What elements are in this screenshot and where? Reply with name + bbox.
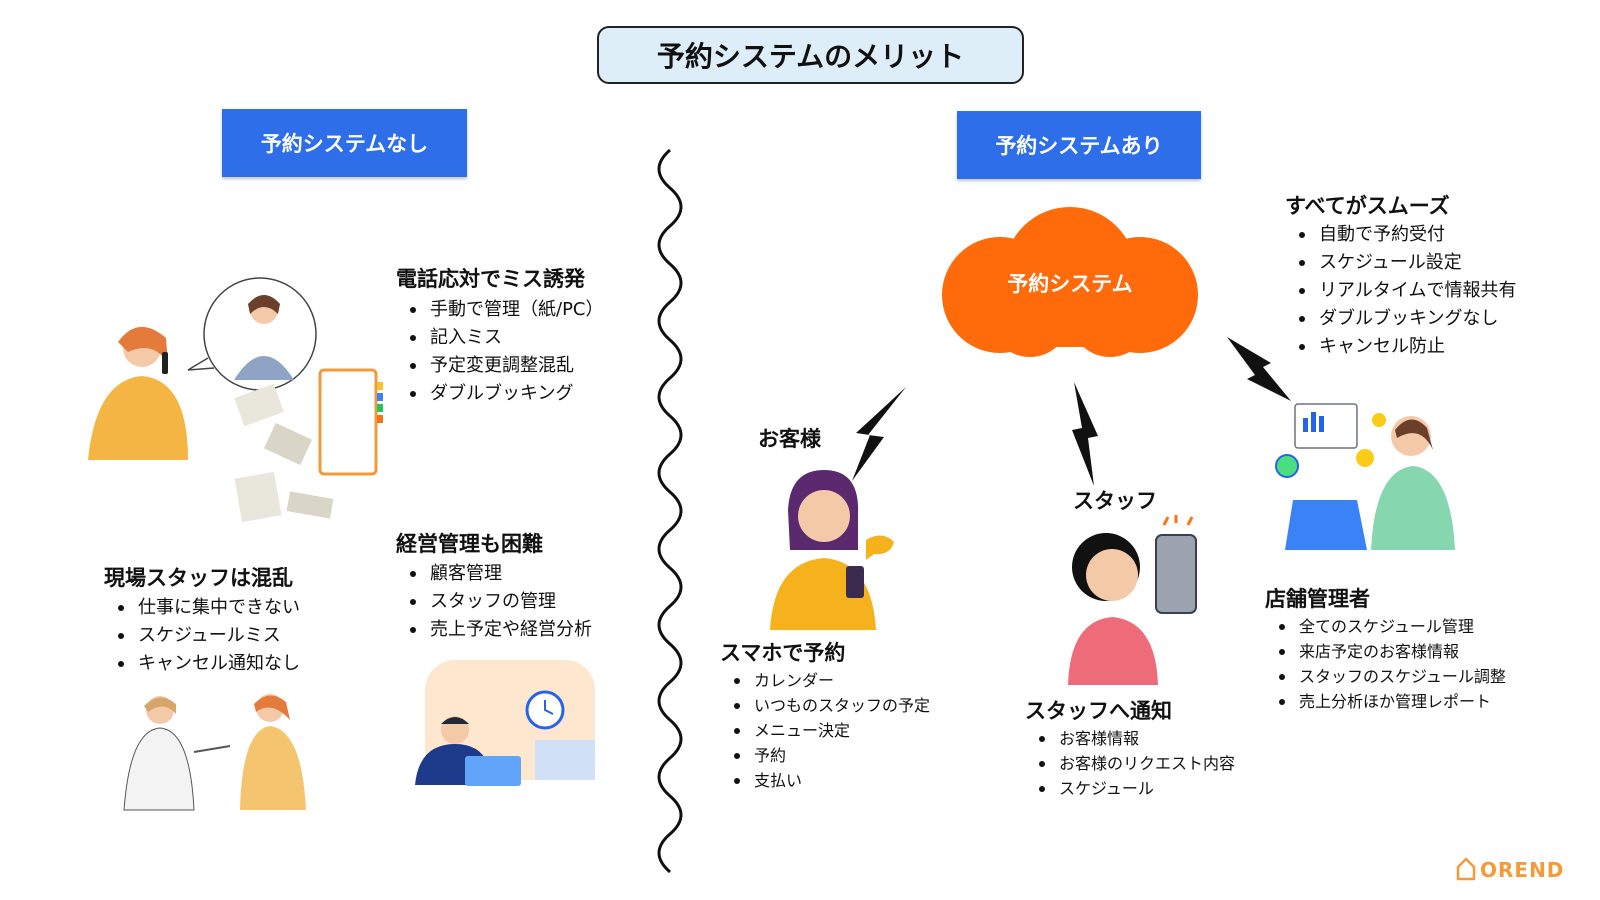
management-section: 経営管理も困難 顧客管理 スタッフの管理 売上予定や経営分析 — [396, 528, 592, 644]
list-item: 予定変更調整混乱 — [396, 352, 604, 380]
customer-section: スマホで予約 カレンダー いつものスタッフの予定 メニュー決定 予約 支払い — [720, 637, 930, 793]
list-item: 顧客管理 — [396, 560, 592, 588]
customer-role-label: お客様 — [758, 427, 821, 451]
staff-confusion-section: 現場スタッフは混乱 仕事に集中できない スケジュールミス キャンセル通知なし — [104, 562, 300, 678]
list-item: 記入ミス — [396, 324, 604, 352]
customer-heading: スマホで予約 — [720, 641, 846, 665]
staff-confusion-heading: 現場スタッフは混乱 — [104, 566, 293, 590]
lightning-bolt-icon — [1072, 382, 1098, 486]
staff-section: スタッフへ通知 お客様情報 お客様のリクエスト内容 スケジュール — [1025, 695, 1235, 801]
list-item: 売上予定や経営分析 — [396, 616, 592, 644]
list-item: お客様のリクエスト内容 — [1025, 751, 1235, 776]
list-item: 仕事に集中できない — [104, 594, 300, 622]
list-item: スタッフのスケジュール調整 — [1265, 664, 1506, 689]
lightning-bolt-icon — [852, 387, 906, 481]
arguing-staff-illustration — [123, 694, 306, 811]
list-item: スタッフの管理 — [396, 588, 592, 616]
page-title: 予約システムのメリット — [597, 26, 1024, 84]
list-item: スケジュール — [1025, 776, 1235, 801]
brand-logo-text: OREND — [1480, 858, 1565, 882]
management-list: 顧客管理 スタッフの管理 売上予定や経営分析 — [396, 560, 592, 644]
house-logo-icon — [1456, 857, 1476, 881]
smooth-list: 自動で予約受付 スケジュール設定 リアルタイムで情報共有 ダブルブッキングなし … — [1285, 221, 1516, 361]
list-item: いつものスタッフの予定 — [720, 693, 930, 718]
list-item: 来店予定のお客様情報 — [1265, 639, 1506, 664]
list-item: 支払い — [720, 768, 930, 793]
list-item: 全てのスケジュール管理 — [1265, 614, 1506, 639]
lightning-bolt-icon — [1227, 337, 1291, 401]
office-stress-illustration — [415, 660, 595, 786]
customer-list: カレンダー いつものスタッフの予定 メニュー決定 予約 支払い — [720, 668, 930, 793]
smooth-section: すべてがスムーズ 自動で予約受付 スケジュール設定 リアルタイムで情報共有 ダブ… — [1285, 190, 1516, 361]
list-item: キャンセル通知なし — [104, 650, 300, 678]
list-item: ダブルブッキングなし — [1285, 305, 1516, 333]
list-item: ダブルブッキング — [396, 380, 604, 408]
list-item: キャンセル防止 — [1285, 333, 1516, 361]
customer-smartphone-illustration — [770, 470, 894, 630]
staff-confusion-list: 仕事に集中できない スケジュールミス キャンセル通知なし — [104, 594, 300, 678]
label-with-system: 予約システムあり — [957, 111, 1201, 179]
staff-list: お客様情報 お客様のリクエスト内容 スケジュール — [1025, 726, 1235, 801]
list-item: 手動で管理（紙/PC） — [396, 296, 604, 324]
manager-dashboard-illustration — [1275, 403, 1455, 550]
list-item: 自動で予約受付 — [1285, 221, 1516, 249]
phone-section-list: 手動で管理（紙/PC） 記入ミス 予定変更調整混乱 ダブルブッキング — [396, 296, 604, 408]
list-item: 予約 — [720, 743, 930, 768]
phone-call-illustration — [88, 277, 383, 523]
manager-role-label: 店舗管理者 — [1265, 587, 1370, 611]
manager-section: 店舗管理者 全てのスケジュール管理 来店予定のお客様情報 スタッフのスケジュール… — [1265, 583, 1506, 714]
smooth-heading: すべてがスムーズ — [1285, 194, 1450, 218]
staff-smartphone-illustration — [1068, 515, 1197, 685]
list-item: カレンダー — [720, 668, 930, 693]
cloud-icon — [942, 207, 1198, 357]
cloud-label: 予約システム — [1007, 272, 1133, 296]
list-item: 売上分析ほか管理レポート — [1265, 689, 1506, 714]
list-item: スケジュールミス — [104, 622, 300, 650]
phone-section: 電話応対でミス誘発 手動で管理（紙/PC） 記入ミス 予定変更調整混乱 ダブルブ… — [396, 263, 604, 408]
list-item: リアルタイムで情報共有 — [1285, 277, 1516, 305]
phone-section-heading: 電話応対でミス誘発 — [396, 267, 585, 291]
manager-list: 全てのスケジュール管理 来店予定のお客様情報 スタッフのスケジュール調整 売上分… — [1265, 614, 1506, 714]
staff-role-label: スタッフ — [1073, 489, 1157, 513]
staff-heading: スタッフへ通知 — [1025, 699, 1172, 723]
management-heading: 経営管理も困難 — [396, 532, 543, 556]
list-item: メニュー決定 — [720, 718, 930, 743]
wavy-divider-icon — [657, 148, 683, 874]
list-item: お客様情報 — [1025, 726, 1235, 751]
label-without-system: 予約システムなし — [222, 109, 467, 177]
list-item: スケジュール設定 — [1285, 249, 1516, 277]
